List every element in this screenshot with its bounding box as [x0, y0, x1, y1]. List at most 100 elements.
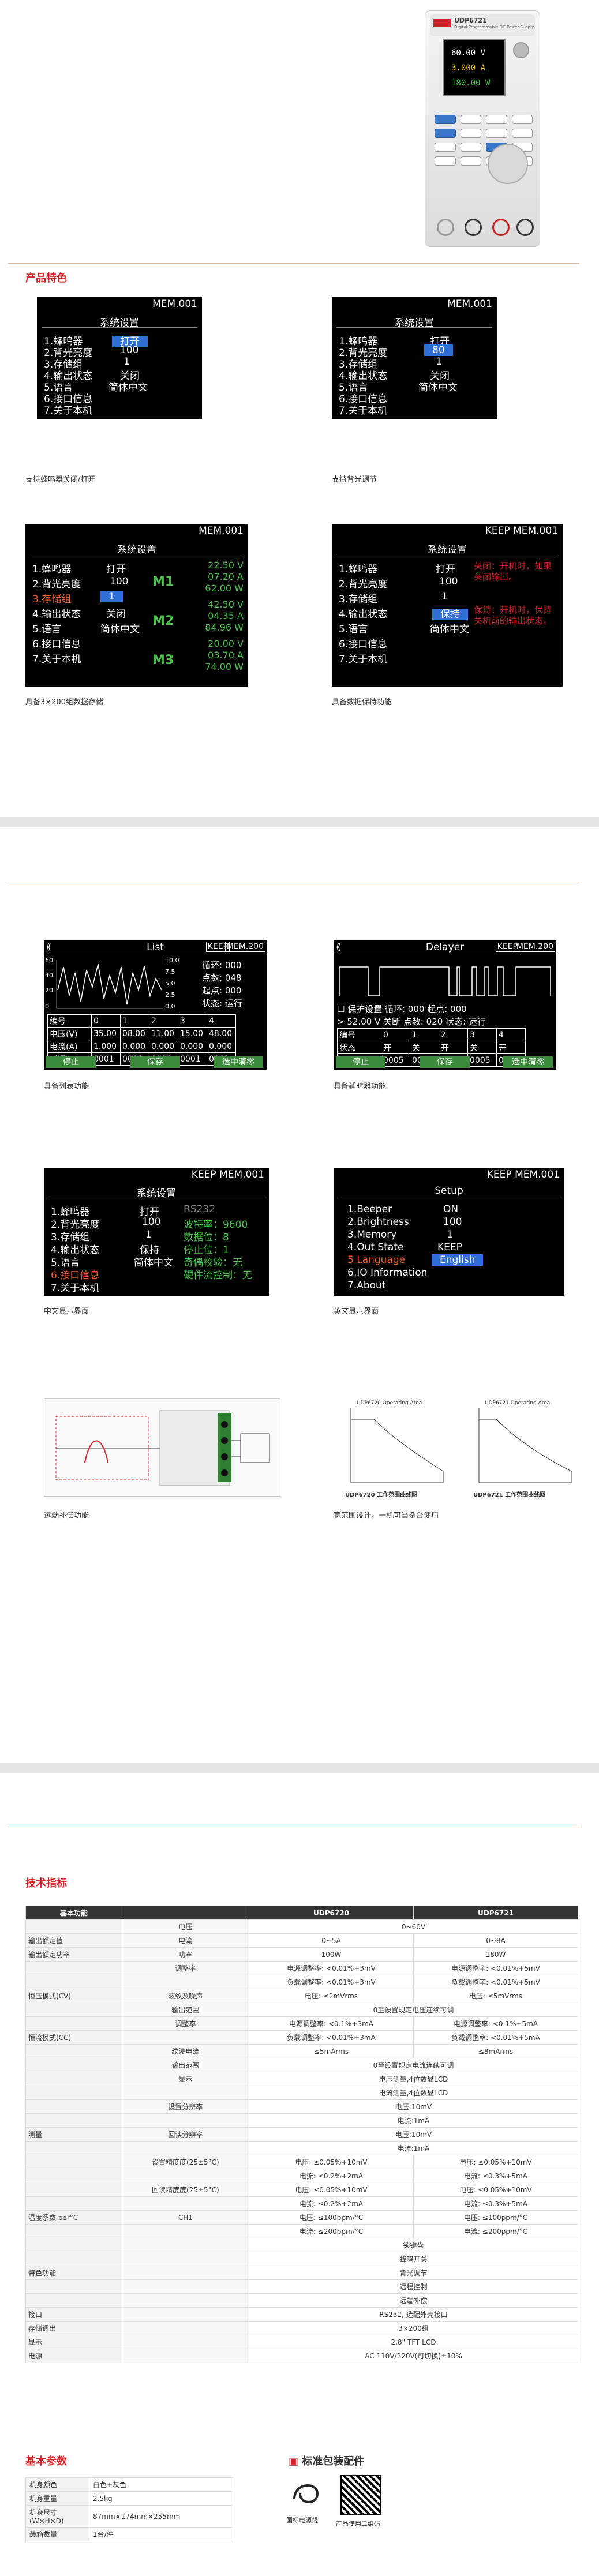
clear-button[interactable]: 选中清零	[503, 1056, 553, 1068]
device-key	[486, 129, 507, 138]
features-title: 产品特色	[25, 272, 67, 284]
menu-row: 3.Memory	[347, 1229, 397, 1240]
table-cell: 电流:1mA	[249, 2113, 578, 2128]
menu-row: 4.输出状态	[32, 609, 81, 620]
table-cell: 3	[178, 1014, 207, 1028]
terminal-screw	[221, 1469, 228, 1476]
table-cell	[25, 2293, 122, 2308]
chart-label: UDP6721 工作范围曲线图	[473, 1491, 545, 1498]
table-cell: 电流: ≤200ppm/°C	[413, 2224, 579, 2238]
table-cell: 编号	[337, 1028, 381, 1041]
menu-row: 1.蜂鸣器	[51, 1206, 90, 1218]
table-cell	[25, 2113, 122, 2128]
table-cell: 锁键盘	[249, 2238, 578, 2252]
table-cell: 电流: ≤0.3%+5mA	[413, 2169, 579, 2183]
divider	[42, 327, 197, 328]
menu-value: 100	[120, 344, 139, 356]
menu-row: 3.存储组	[51, 1232, 90, 1243]
table-cell: 2	[149, 1014, 178, 1028]
table-cell: 白色+灰色	[89, 2477, 233, 2492]
keep-note-off: 关闭：开机时，如果关闭输出。	[474, 561, 552, 582]
memory-label: M2	[152, 614, 174, 628]
screen-header: KEEP MEM.001	[191, 1169, 264, 1180]
stop-button[interactable]: 停止	[336, 1056, 385, 1068]
range-chart-1: UDP6720 Operating Area UDP6720 工作范围曲线图	[345, 1400, 444, 1498]
clear-button[interactable]: 选中清零	[214, 1056, 263, 1068]
table-row: 特色功能背光调节	[25, 2266, 578, 2280]
menu-row: 1.蜂鸣器	[339, 564, 378, 575]
save-button[interactable]: 保存	[420, 1056, 470, 1068]
table-header-row: 基本功能 UDP6720 UDP6721	[25, 1906, 579, 1920]
screen-title: 系统设置	[117, 544, 156, 556]
menu-row: 7.关于本机	[339, 405, 388, 417]
menu-row: 5.语言	[339, 382, 368, 393]
memory-voltage: 22.50 V	[208, 560, 244, 571]
screen-keep: KEEP MEM.001 系统设置 1.蜂鸣器 2.背光亮度 3.存储组 4.输…	[332, 524, 563, 687]
memory-label: M1	[152, 575, 174, 589]
divider	[336, 327, 492, 328]
table-row: 蜂鸣开关	[25, 2252, 578, 2266]
delayer-line2: > 52.00 V 关断 点数: 020 状态: 运行	[337, 1017, 486, 1027]
product-photo: UDP6721 Digital Programmable DC Power Su…	[425, 10, 540, 247]
table-cell: 4	[207, 1014, 236, 1028]
caption: 中文显示界面	[44, 1307, 89, 1316]
table-cell: 背光调节	[249, 2266, 578, 2280]
memory-power: 84.96 W	[205, 622, 244, 633]
screen-title: 系统设置	[395, 317, 434, 329]
menu-row: 4.输出状态	[44, 370, 93, 382]
menu-value-selected: 80	[424, 344, 453, 356]
kv-value: 000	[224, 985, 242, 996]
table-cell: 恒压模式(CV)	[25, 1989, 122, 2003]
menu-value-selected: 1	[100, 591, 123, 602]
table-cell	[121, 2113, 250, 2128]
caption: 远端补偿功能	[44, 1512, 89, 1520]
table-cell: 电源调整率: <0.01%+5mV	[413, 1961, 579, 1975]
table-cell: 0至设置规定电压连续可调	[249, 2003, 578, 2017]
table-cell: 开	[439, 1041, 468, 1054]
kv-value: 运行	[224, 998, 242, 1008]
table-row: 机身尺寸(W×H×D)87mm×174mm×255mm	[25, 2505, 233, 2528]
menu-value: 简体中文	[108, 382, 148, 393]
save-button[interactable]: 保存	[130, 1056, 180, 1068]
table-cell	[121, 1975, 250, 1989]
table-cell	[25, 2169, 122, 2183]
circuit-illustration	[55, 1410, 270, 1486]
menu-row: 3.存储组	[339, 594, 378, 605]
kv-value: 048	[224, 973, 242, 983]
delayer-waveform	[339, 966, 551, 996]
table-cell: AC 110V/220V(可切换)±10%	[249, 2349, 578, 2363]
power-curve	[479, 1419, 572, 1483]
menu-row: 2.背光亮度	[339, 347, 388, 359]
memory-label: M3	[152, 653, 174, 668]
menu-row: 2.背光亮度	[51, 1219, 100, 1231]
menu-value: 简体中文	[418, 382, 458, 393]
qr-code	[340, 2475, 381, 2515]
device-key	[460, 115, 481, 124]
table-cell	[121, 2238, 250, 2252]
table-cell: 电流:1mA	[249, 2141, 578, 2155]
iface-line: 停止位：1	[184, 1244, 229, 1256]
stop-button[interactable]: 停止	[46, 1056, 96, 1068]
device-key	[511, 129, 533, 138]
table-cell: ≤8mArms	[413, 2044, 579, 2058]
table-cell	[25, 2196, 122, 2211]
table-cell: 0001	[91, 1052, 121, 1066]
memory-power: 74.00 W	[205, 661, 244, 672]
table-cell: 关	[467, 1041, 497, 1054]
table-cell	[25, 2183, 122, 2197]
range-chart-2: UDP6721 Operating Area UDP6721 工作范围曲线图	[473, 1400, 572, 1498]
table-cell: 电压:10mV	[249, 2127, 578, 2142]
table-cell: ≤5mArms	[249, 2044, 414, 2058]
table-cell: 负载调整率: <0.01%+3mA	[249, 2030, 414, 2045]
table-cell: 电压: ≤0.05%+10mV	[413, 2155, 579, 2169]
table-cell: 电流测量,4位数显LCD	[249, 2086, 578, 2100]
table-cell: 负载调整率: <0.01%+5mA	[413, 2030, 579, 2045]
